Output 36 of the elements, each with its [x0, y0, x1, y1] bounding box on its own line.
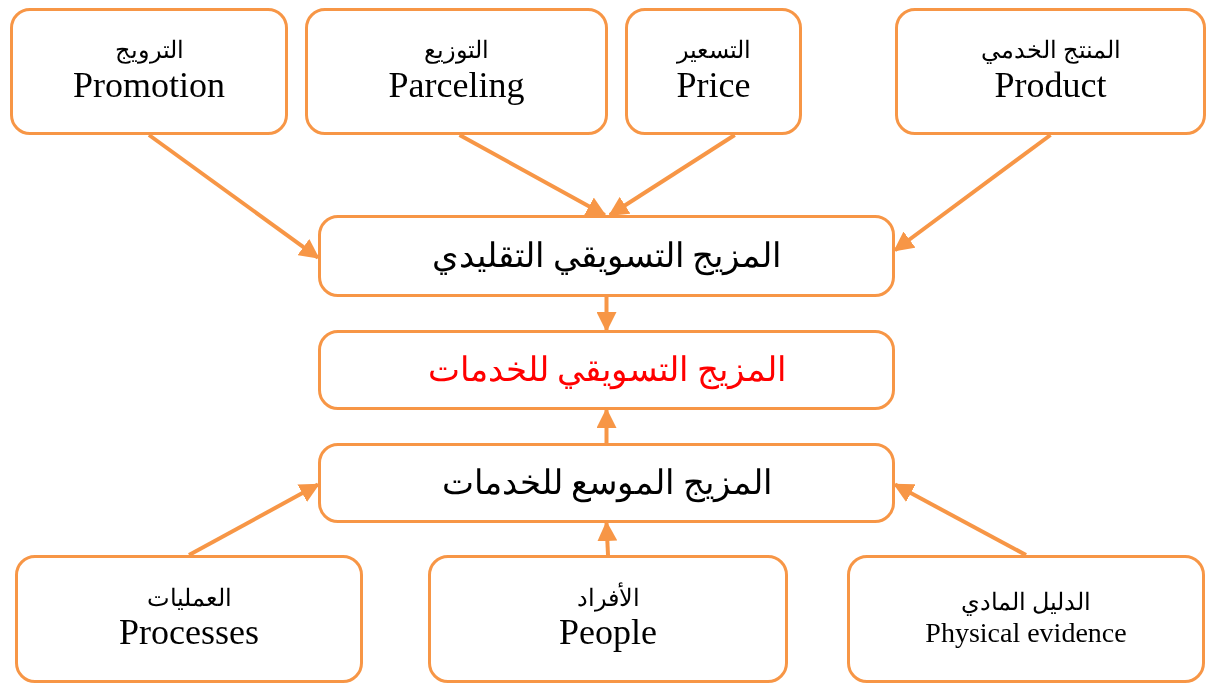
box-label: Promotion: [73, 64, 225, 106]
arrow: [596, 297, 617, 332]
box-label: People: [559, 612, 657, 654]
box-label: Product: [994, 64, 1107, 106]
process-box: [847, 555, 1205, 683]
box-label: المزيج التسويقي للخدمات: [427, 350, 786, 390]
arabic-label: العمليات: [146, 584, 232, 613]
arrow: [608, 133, 736, 217]
arabic-label: الدليل المادي: [961, 589, 1091, 617]
arrow: [596, 408, 617, 443]
arrow: [893, 133, 1052, 252]
arabic-label: المنتج الخدمي: [980, 37, 1121, 65]
arabic-label: التسعير: [676, 37, 751, 65]
box-label: Processes: [119, 612, 259, 654]
process-box: [10, 8, 288, 135]
process-box: [895, 8, 1206, 135]
box-label: Price: [676, 64, 751, 106]
process-box: [428, 555, 788, 683]
arrow: [597, 521, 618, 556]
arabic-label: الترويج: [114, 37, 184, 65]
box-label: المزيج الموسع للخدمات: [441, 463, 772, 503]
arrow: [893, 482, 1027, 557]
box-label: المزيج التسويقي التقليدي: [432, 236, 781, 276]
process-box: [318, 443, 895, 523]
process-box: [305, 8, 608, 135]
process-box: [625, 8, 802, 135]
arrow: [147, 133, 320, 260]
arrow: [188, 482, 320, 557]
box-label: Parceling: [388, 64, 525, 106]
process-box: [15, 555, 363, 683]
arabic-label: الأفراد: [576, 584, 640, 613]
process-box: [318, 330, 895, 410]
box-label: Physical evidence: [925, 616, 1127, 649]
arabic-label: التوزيع: [424, 37, 489, 65]
arrow: [458, 133, 607, 217]
process-box: [318, 215, 895, 297]
